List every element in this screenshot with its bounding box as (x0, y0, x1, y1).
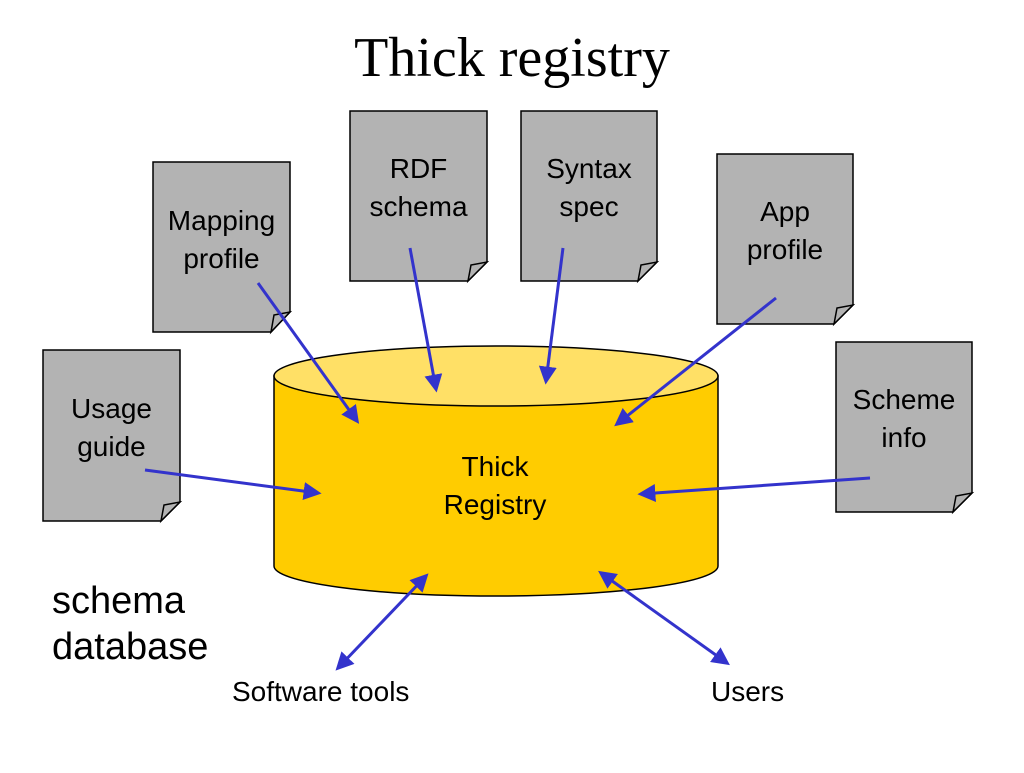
users-label: Users (711, 676, 785, 707)
doc-mapping-profile (152, 161, 293, 335)
usage-guide-label: Usage guide (43, 390, 180, 466)
database-label-line2: database (52, 626, 209, 668)
mapping-profile-line1: Mapping (167, 205, 276, 236)
document-fold (636, 260, 660, 284)
arrow-registry-software-tools (335, 573, 429, 671)
rdf-schema-line2: schema (369, 191, 468, 222)
doc-scheme-info (835, 341, 975, 515)
scheme-info-line1: Scheme (852, 384, 956, 415)
mapping-profile-line2: profile (183, 243, 260, 274)
software-tools-label: Software tools (232, 676, 410, 707)
document-fold (159, 500, 183, 524)
registry-label-line2: Registry (443, 489, 547, 520)
document-fold (951, 491, 975, 515)
arrow-app-profile-to-registry (614, 296, 777, 427)
scheme-info-label: Scheme info (836, 381, 972, 457)
syntax-spec-label: Syntax spec (521, 150, 657, 226)
arrows (144, 247, 871, 671)
arrow-rdf-schema-to-registry (408, 247, 443, 393)
rdf-schema-label: RDF schema (350, 150, 487, 226)
arrow-mapping-profile-to-registry (256, 282, 360, 424)
doc-syntax-spec (520, 110, 660, 284)
usage-guide-line2: guide (77, 431, 146, 462)
document-fold (832, 303, 856, 327)
syntax-spec-line1: Syntax (546, 153, 632, 184)
app-profile-label: App profile (717, 193, 853, 269)
registry-label-line1: Thick (461, 451, 529, 482)
usage-guide-line1: Usage (71, 393, 152, 424)
rdf-schema-line1: RDF (389, 153, 448, 184)
arrow-registry-users (598, 570, 730, 666)
cylinder-top (273, 345, 719, 407)
registry-label: Thick Registry (380, 448, 610, 524)
registry-cylinder (273, 345, 719, 597)
scheme-info-line2: info (881, 422, 927, 453)
app-profile-line1: App (760, 196, 810, 227)
doc-app-profile (716, 153, 856, 327)
arrow-scheme-info-to-registry (637, 476, 871, 502)
doc-rdf-schema (349, 110, 490, 284)
document-fold (466, 260, 490, 284)
database-label-line1: schema (52, 580, 186, 622)
doc-usage-guide (42, 349, 183, 524)
app-profile-line2: profile (746, 234, 824, 265)
page-title: Thick registry (354, 27, 670, 89)
document-fold (269, 310, 293, 335)
arrow-syntax-spec-to-registry (538, 247, 565, 385)
arrow-usage-guide-to-registry (144, 468, 322, 501)
mapping-profile-label: Mapping profile (153, 202, 290, 278)
database-label: schema database (52, 578, 208, 670)
syntax-spec-line2: spec (559, 191, 619, 222)
